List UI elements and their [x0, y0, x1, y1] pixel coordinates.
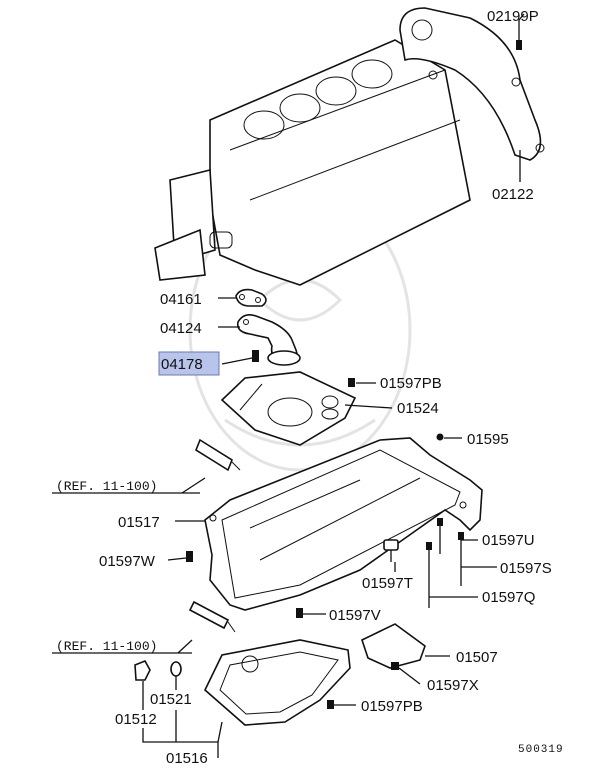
- bolt-01597V: [296, 608, 303, 618]
- part-label-01597V[interactable]: 01597V: [329, 607, 381, 624]
- bolt-01597Q: [426, 542, 432, 608]
- part-label-01521[interactable]: 01521: [150, 691, 192, 708]
- lower-oil-pan-01516: [204, 639, 351, 726]
- sealant-tube-lower: [188, 600, 236, 633]
- engine-block: [154, 39, 471, 286]
- gasket-01521: [170, 661, 182, 677]
- part-label-01597PB-top[interactable]: 01597PB: [380, 375, 442, 392]
- bolt-01597X: [391, 662, 399, 670]
- cover-01507: [361, 623, 426, 669]
- part-label-01597PB-bottom[interactable]: 01597PB: [361, 698, 423, 715]
- highlight-box-04178: [158, 351, 220, 376]
- part-label-01597S[interactable]: 01597S: [500, 560, 552, 577]
- drain-plug-01512: [134, 659, 151, 681]
- part-label-01507[interactable]: 01507: [456, 649, 498, 666]
- bolt-02199P: [516, 20, 522, 50]
- ref-label-lower[interactable]: (REF. 11-100): [56, 639, 157, 654]
- part-label-04124[interactable]: 04124: [160, 320, 202, 337]
- part-label-01597U[interactable]: 01597U: [482, 532, 535, 549]
- bolt-01597PB-bottom: [327, 700, 334, 709]
- bolt-01597T: [383, 539, 399, 562]
- rear-plate-02122: [399, 7, 545, 161]
- part-label-01516[interactable]: 01516: [166, 750, 208, 767]
- part-label-02199P[interactable]: 02199P: [487, 8, 539, 25]
- bolt-01597U: [437, 518, 443, 554]
- gasket-04161: [235, 288, 267, 307]
- upper-oil-pan-01517: [204, 437, 483, 611]
- leader-lines: [52, 13, 525, 758]
- ref-label-upper[interactable]: (REF. 11-100): [56, 479, 157, 494]
- part-label-01597T[interactable]: 01597T: [362, 575, 413, 592]
- part-label-01512[interactable]: 01512: [115, 711, 157, 728]
- bolt-01597S: [458, 532, 464, 586]
- plug-01595: [436, 433, 444, 441]
- part-label-01597X[interactable]: 01597X: [427, 677, 479, 694]
- figure-number: 500319: [518, 744, 564, 756]
- part-label-01595[interactable]: 01595: [467, 431, 509, 448]
- part-label-04161[interactable]: 04161: [160, 291, 202, 308]
- part-label-02122[interactable]: 02122: [492, 186, 534, 203]
- oil-strainer-04124: [236, 314, 301, 366]
- part-label-01524[interactable]: 01524: [397, 400, 439, 417]
- bolt-04178: [252, 350, 259, 362]
- part-label-04178[interactable]: 04178: [161, 356, 203, 373]
- baffle-plate-01524: [220, 371, 357, 446]
- bolt-01597PB-top: [348, 378, 355, 387]
- bolt-01597W: [186, 551, 193, 562]
- part-label-01597W[interactable]: 01597W: [99, 553, 156, 570]
- sealant-tube-upper: [195, 438, 241, 472]
- part-label-01517[interactable]: 01517: [118, 514, 160, 531]
- part-label-01597Q[interactable]: 01597Q: [482, 589, 535, 606]
